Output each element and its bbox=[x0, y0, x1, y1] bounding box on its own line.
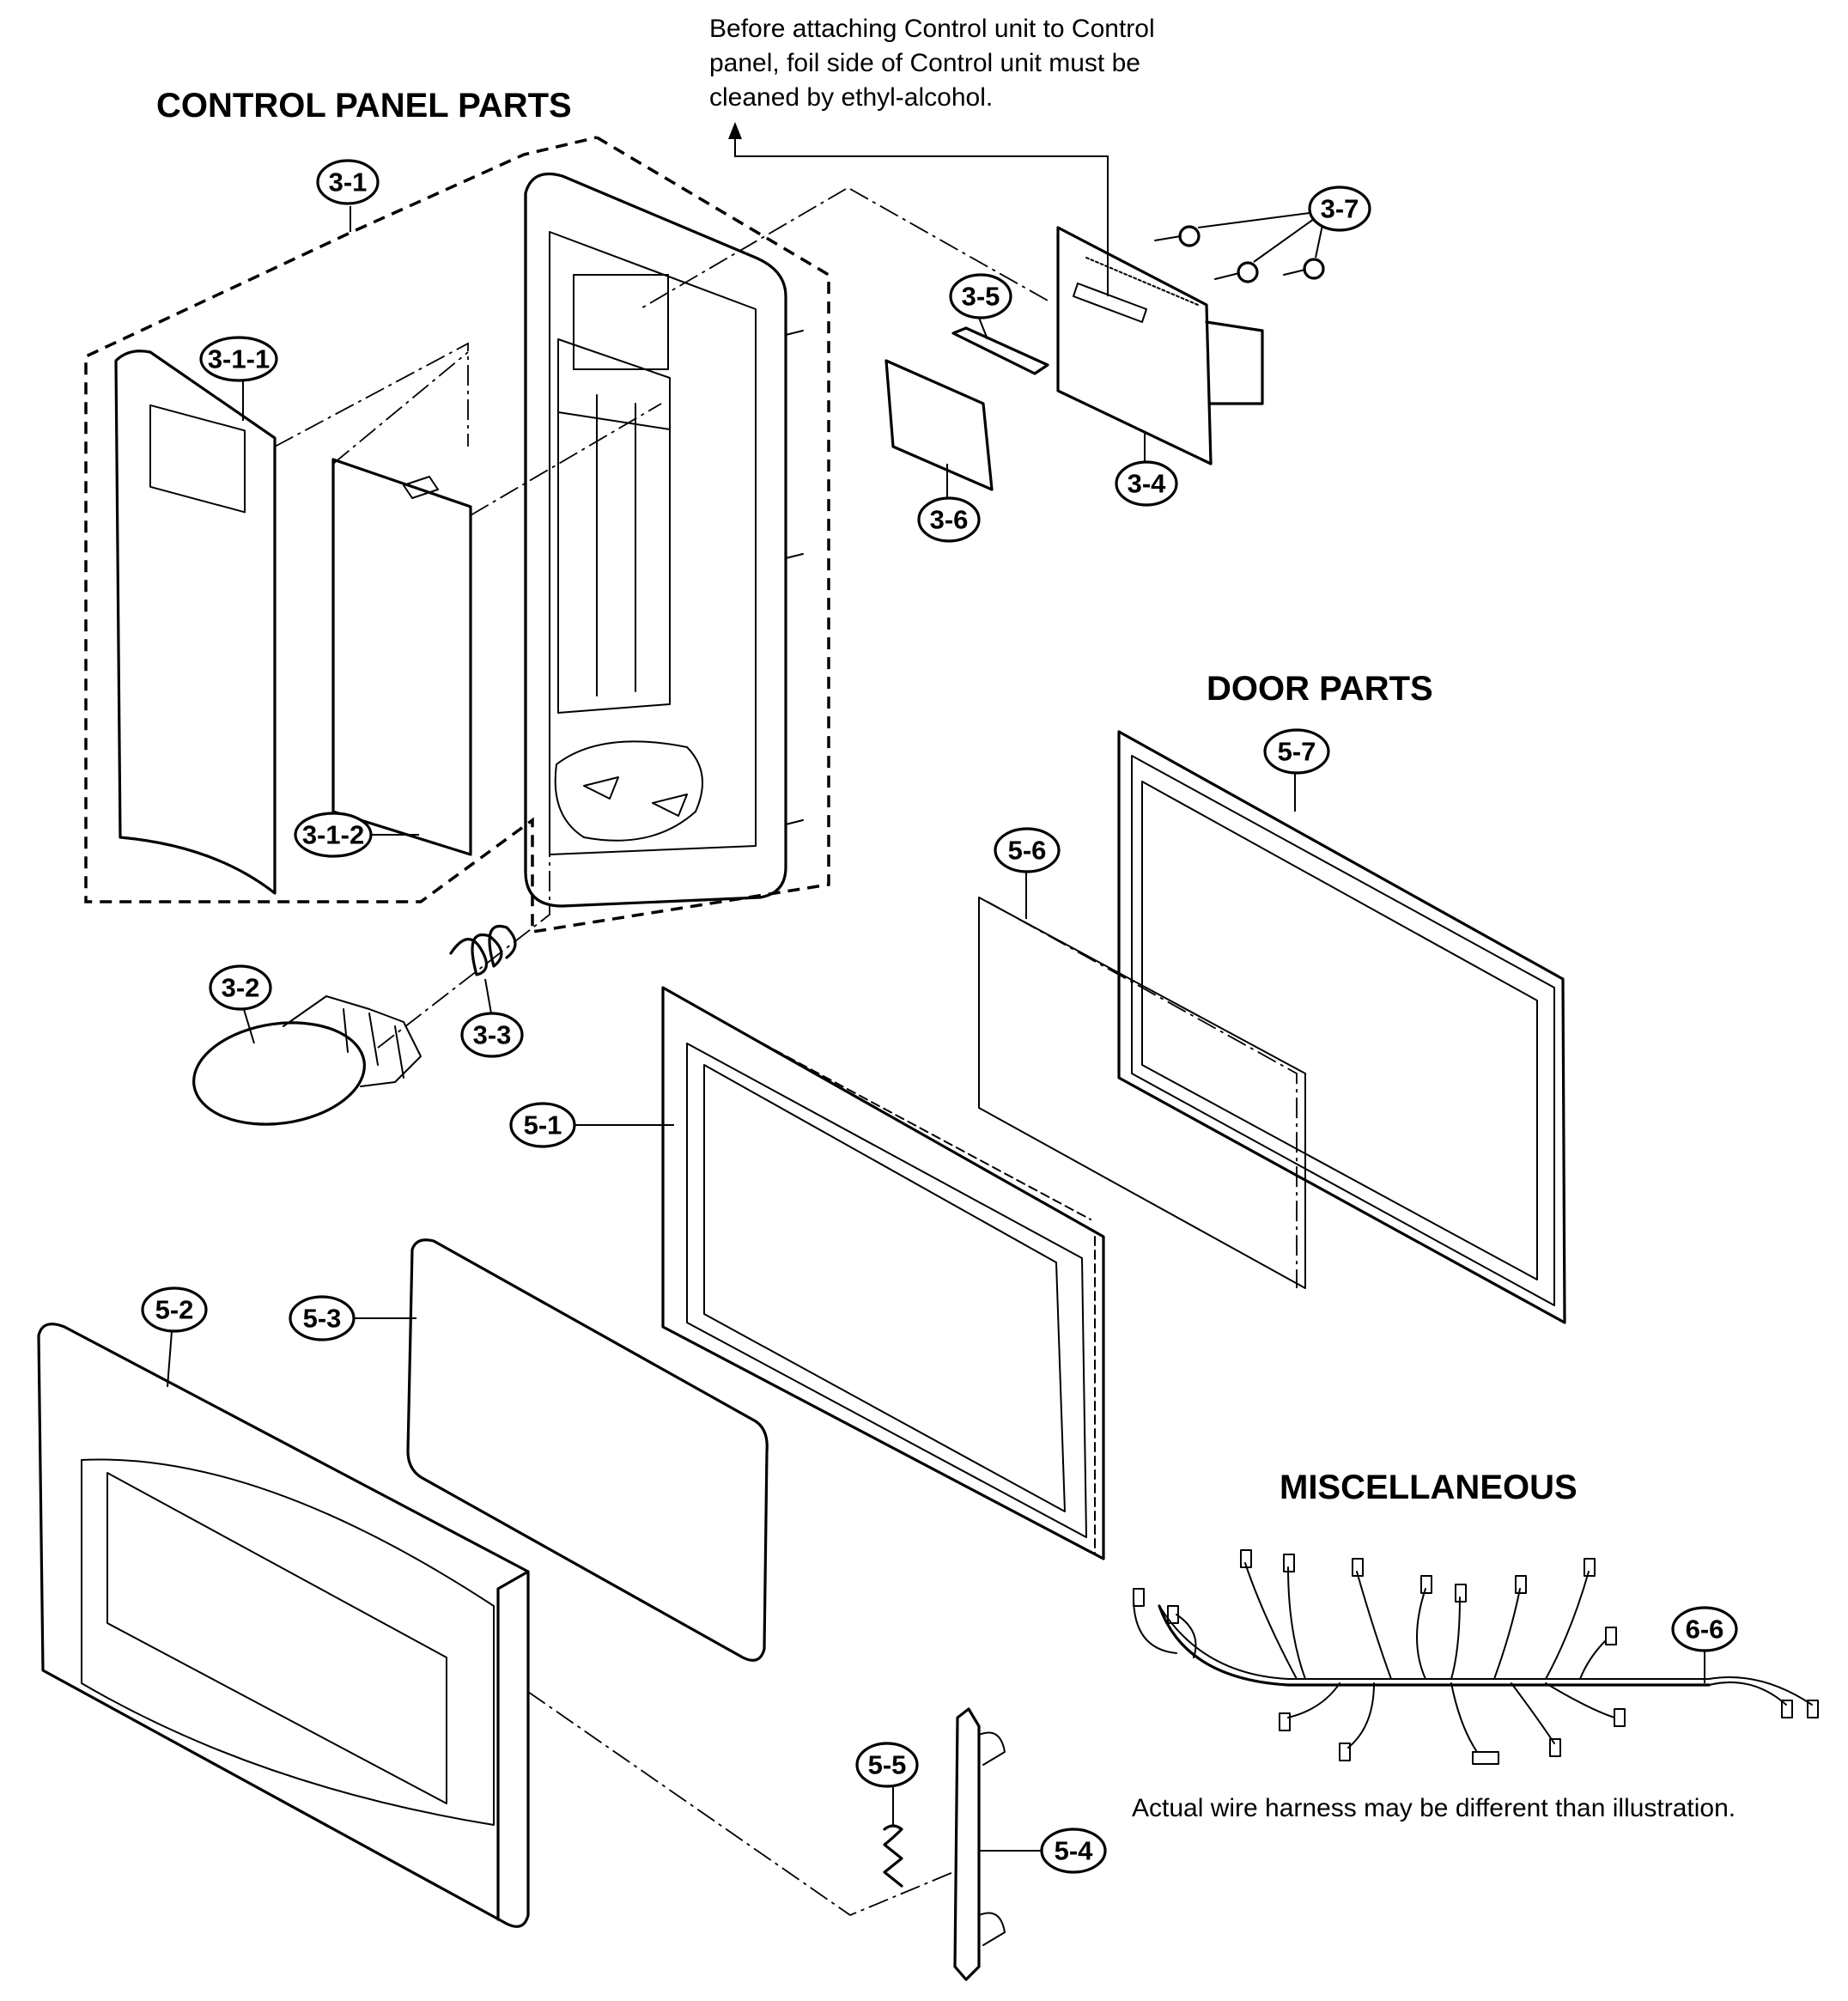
callout-3-3: 3-3 bbox=[460, 978, 524, 1058]
callout-5-2: 5-2 bbox=[141, 1286, 208, 1388]
part-5-7-door-frame bbox=[1117, 730, 1566, 1324]
door-parts-heading: DOOR PARTS bbox=[1207, 670, 1433, 708]
callout-3-1: 3-1 bbox=[316, 159, 380, 232]
callout-3-1-1: 3-1-1 bbox=[199, 336, 278, 421]
alignment-line-door-glass bbox=[987, 901, 1298, 1288]
part-5-5-spring bbox=[883, 1786, 903, 1888]
note-line-2: panel, foil side of Control unit must be bbox=[709, 49, 1140, 77]
svg-text:5-5: 5-5 bbox=[868, 1750, 907, 1780]
svg-text:3-6: 3-6 bbox=[930, 505, 969, 535]
alignment-line-knob bbox=[377, 829, 550, 1049]
part-3-1-1-overlay bbox=[114, 350, 277, 895]
callout-6-6: 6-6 bbox=[1671, 1606, 1738, 1652]
note-arrow bbox=[728, 122, 1109, 296]
control-unit-cleaning-note: Before attaching Control unit to Control… bbox=[709, 15, 1155, 112]
control-panel-assembly-outline bbox=[84, 136, 830, 934]
svg-text:3-5: 3-5 bbox=[962, 282, 1000, 312]
part-3-3-spring bbox=[449, 924, 517, 976]
alignment-line-4 bbox=[849, 188, 1049, 301]
callout-3-7: 3-7 bbox=[1197, 186, 1371, 263]
svg-text:5-4: 5-4 bbox=[1055, 1836, 1094, 1866]
part-6-6-wire-harness bbox=[1133, 1549, 1819, 1765]
callout-3-2: 3-2 bbox=[209, 964, 272, 1044]
callout-5-7: 5-7 bbox=[1263, 728, 1330, 812]
alignment-line-1 bbox=[274, 342, 469, 447]
part-5-6-glass bbox=[978, 897, 1306, 1289]
svg-text:5-3: 5-3 bbox=[303, 1304, 342, 1334]
callout-5-1: 5-1 bbox=[509, 1102, 674, 1148]
part-3-2-knob bbox=[192, 995, 422, 1126]
alignment-line-latch bbox=[527, 1691, 954, 1917]
part-5-3-window bbox=[406, 1238, 769, 1662]
svg-text:3-1-2: 3-1-2 bbox=[302, 820, 364, 850]
svg-text:5-1: 5-1 bbox=[524, 1110, 562, 1140]
part-3-6-pad bbox=[884, 359, 994, 491]
control-panel-parts-heading: CONTROL PANEL PARTS bbox=[156, 87, 572, 125]
part-5-2-outer-door bbox=[37, 1323, 530, 1928]
callout-5-4: 5-4 bbox=[1040, 1828, 1107, 1874]
svg-text:5-2: 5-2 bbox=[155, 1295, 194, 1325]
svg-text:6-6: 6-6 bbox=[1686, 1615, 1724, 1645]
control-panel-housing bbox=[524, 172, 804, 908]
alignment-line-5 bbox=[639, 188, 847, 310]
callout-3-1-2: 3-1-2 bbox=[294, 812, 419, 858]
svg-text:5-7: 5-7 bbox=[1278, 737, 1316, 767]
callout-5-3: 5-3 bbox=[289, 1295, 416, 1341]
part-3-7-screws bbox=[1154, 225, 1325, 283]
svg-text:5-6: 5-6 bbox=[1008, 836, 1047, 866]
miscellaneous-heading: MISCELLANEOUS bbox=[1280, 1469, 1577, 1506]
note-line-1: Before attaching Control unit to Control bbox=[709, 15, 1155, 43]
part-5-4-latch bbox=[953, 1707, 1043, 1981]
svg-text:3-4: 3-4 bbox=[1128, 469, 1167, 499]
part-5-1-door-panel bbox=[661, 986, 1105, 1560]
wire-harness-note: Actual wire harness may be different tha… bbox=[1132, 1794, 1736, 1822]
svg-text:3-1: 3-1 bbox=[329, 167, 368, 198]
svg-text:3-2: 3-2 bbox=[222, 973, 260, 1003]
svg-text:3-1-1: 3-1-1 bbox=[208, 344, 270, 374]
alignment-line-2 bbox=[470, 403, 662, 516]
svg-text:3-7: 3-7 bbox=[1321, 194, 1359, 224]
callout-3-4: 3-4 bbox=[1115, 434, 1178, 507]
note-line-3: cleaned by ethyl-alcohol. bbox=[709, 83, 993, 112]
part-3-1-2-touch-panel bbox=[331, 458, 472, 856]
callout-3-5: 3-5 bbox=[949, 273, 1012, 340]
callout-3-6: 3-6 bbox=[917, 464, 981, 543]
callout-5-5: 5-5 bbox=[855, 1742, 919, 1788]
svg-text:3-3: 3-3 bbox=[473, 1020, 512, 1050]
part-3-5-strip bbox=[951, 326, 1049, 375]
alignment-line-3 bbox=[332, 351, 469, 465]
callout-5-6: 5-6 bbox=[994, 827, 1061, 919]
part-3-4-control-unit bbox=[1056, 226, 1264, 465]
